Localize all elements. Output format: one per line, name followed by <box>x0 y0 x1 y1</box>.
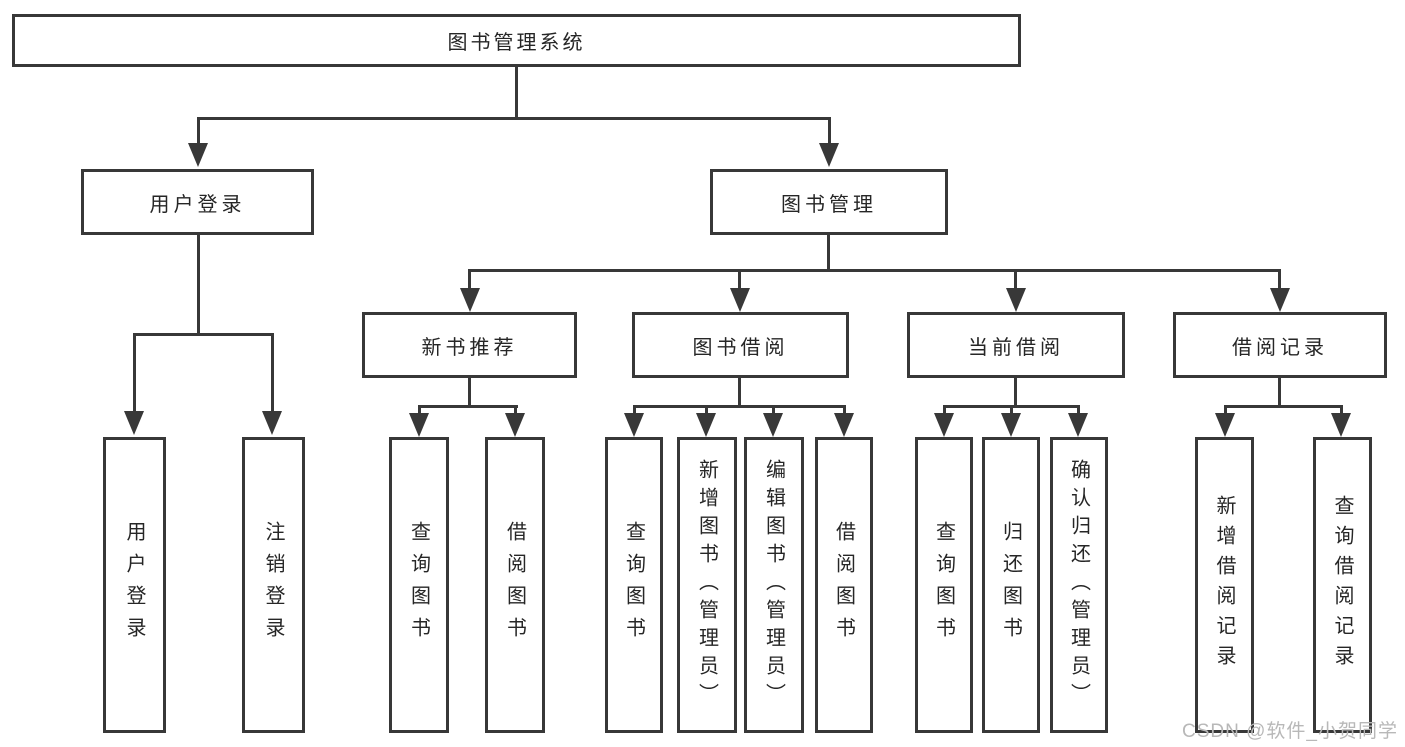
leaf-add-borrow-record: 新增借阅记录 <box>1195 437 1254 733</box>
connector-line <box>738 269 741 291</box>
connector-line <box>133 333 274 336</box>
connector-line <box>828 117 831 146</box>
leaf-user-login: 用户登录 <box>103 437 166 733</box>
leaf-query-books-1: 查询图书 <box>389 437 449 733</box>
arrowhead-down-icon <box>1068 413 1088 437</box>
connector-line <box>843 405 846 415</box>
arrowhead-down-icon <box>505 413 525 437</box>
node-borrowing-records: 借阅记录 <box>1173 312 1387 378</box>
connector-line <box>1224 405 1343 408</box>
connector-line <box>1010 405 1013 415</box>
arrowhead-down-icon <box>262 411 282 435</box>
connector-line <box>514 405 517 415</box>
arrowhead-down-icon <box>624 413 644 437</box>
connector-line <box>133 333 136 413</box>
node-book-borrowing: 图书借阅 <box>632 312 849 378</box>
connector-line <box>468 378 471 407</box>
connector-line <box>1278 269 1281 291</box>
leaf-borrow-books-2: 借阅图书 <box>815 437 873 733</box>
connector-line <box>418 405 518 408</box>
leaf-query-books-2: 查询图书 <box>605 437 663 733</box>
connector-line <box>468 269 471 291</box>
leaf-edit-books-admin: 编辑图书（管理员） <box>744 437 804 733</box>
connector-line <box>738 378 741 407</box>
arrowhead-down-icon <box>124 411 144 435</box>
leaf-borrow-books-1: 借阅图书 <box>485 437 545 733</box>
connector-line <box>772 405 775 415</box>
arrowhead-down-icon <box>934 413 954 437</box>
arrowhead-down-icon <box>834 413 854 437</box>
connector-line <box>943 405 946 415</box>
connector-line <box>469 269 1281 272</box>
arrowhead-down-icon <box>188 143 208 167</box>
csdn-watermark: CSDN @软件_小贺同学 <box>1182 721 1398 742</box>
arrowhead-down-icon <box>409 413 429 437</box>
leaf-confirm-return-admin: 确认归还（管理员） <box>1050 437 1108 733</box>
connector-line <box>197 117 200 146</box>
arrowhead-down-icon <box>730 288 750 312</box>
arrowhead-down-icon <box>1215 413 1235 437</box>
connector-line <box>515 67 518 119</box>
connector-line <box>271 333 274 413</box>
connector-line <box>633 405 846 408</box>
connector-line <box>1224 405 1227 415</box>
connector-line <box>1014 269 1017 291</box>
arrowhead-down-icon <box>696 413 716 437</box>
arrowhead-down-icon <box>1001 413 1021 437</box>
connector-line <box>197 117 831 120</box>
connector-line <box>633 405 636 415</box>
node-root: 图书管理系统 <box>12 14 1021 67</box>
connector-line <box>827 235 830 271</box>
node-new-book-recommend: 新书推荐 <box>362 312 577 378</box>
connector-line <box>1077 405 1080 415</box>
connector-line <box>1278 378 1281 407</box>
arrowhead-down-icon <box>1270 288 1290 312</box>
arrowhead-down-icon <box>1006 288 1026 312</box>
leaf-logout: 注销登录 <box>242 437 305 733</box>
node-book-management: 图书管理 <box>710 169 948 235</box>
leaf-query-books-3: 查询图书 <box>915 437 973 733</box>
leaf-add-books-admin: 新增图书（管理员） <box>677 437 737 733</box>
arrowhead-down-icon <box>819 143 839 167</box>
connector-line <box>1014 378 1017 407</box>
node-current-borrowing: 当前借阅 <box>907 312 1125 378</box>
leaf-return-books: 归还图书 <box>982 437 1040 733</box>
connector-line <box>418 405 421 415</box>
arrowhead-down-icon <box>460 288 480 312</box>
arrowhead-down-icon <box>1331 413 1351 437</box>
leaf-query-borrow-record: 查询借阅记录 <box>1313 437 1372 733</box>
connector-line <box>705 405 708 415</box>
arrowhead-down-icon <box>763 413 783 437</box>
connector-line <box>197 235 200 335</box>
node-user-login: 用户登录 <box>81 169 314 235</box>
connector-line <box>1340 405 1343 415</box>
